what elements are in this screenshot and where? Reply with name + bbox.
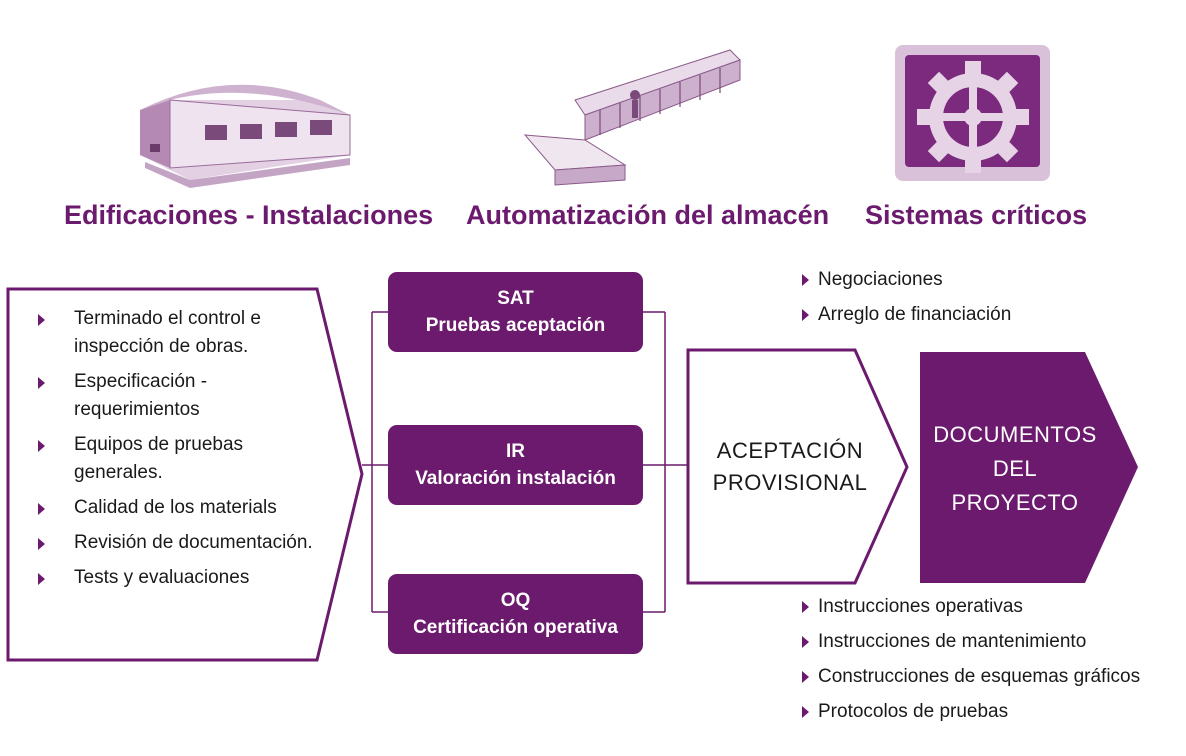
- list-item: Especificación - requerimientos: [30, 368, 330, 424]
- ir-code: IR: [506, 441, 525, 462]
- bullet-arrow-icon: [38, 377, 45, 389]
- left-bracket: [362, 311, 388, 613]
- requirements-arrow-shape: [6, 287, 364, 662]
- oq-code: OQ: [500, 590, 531, 611]
- negotiation-list: Negociaciones Arreglo de financiación: [800, 268, 1011, 338]
- warehouse-building-icon: [140, 84, 351, 188]
- automated-warehouse-conveyor-icon: [523, 49, 741, 186]
- list-item: Construcciones de esquemas gráficos: [800, 665, 1140, 700]
- bullet-arrow-icon: [38, 538, 45, 550]
- heading-automation: Automatización del almacén: [466, 200, 830, 230]
- bullet-arrow-icon: [38, 503, 45, 515]
- list-item: Instrucciones de mantenimiento: [800, 630, 1140, 665]
- oq-box: OQ Certificación operativa: [388, 574, 643, 654]
- bullet-arrow-icon: [802, 274, 809, 286]
- bullet-arrow-icon: [802, 601, 809, 613]
- sat-box: SAT Pruebas aceptación: [388, 272, 643, 352]
- documents-label: DOCUMENTOS DEL PROYECTO: [933, 422, 1097, 515]
- sat-label: Pruebas aceptación: [425, 315, 606, 336]
- ir-label: Valoración instalación: [415, 468, 616, 489]
- bullet-arrow-icon: [802, 636, 809, 648]
- documents-arrow-shape: [920, 352, 1138, 583]
- heading-critical-systems: Sistemas críticos: [865, 200, 1088, 230]
- list-item: Instrucciones operativas: [800, 595, 1140, 630]
- list-item: Protocolos de pruebas: [800, 700, 1140, 735]
- bullet-arrow-icon: [38, 440, 45, 452]
- acceptance-arrow-shape: [686, 348, 909, 585]
- list-item: Arreglo de financiación: [800, 303, 1011, 338]
- bullet-arrow-icon: [802, 671, 809, 683]
- list-item: Terminado el control e inspección de obr…: [30, 305, 330, 361]
- bullet-arrow-icon: [802, 706, 809, 718]
- gear-icon: [895, 45, 1050, 181]
- right-bracket: [643, 311, 688, 613]
- list-item: Negociaciones: [800, 268, 1011, 303]
- requirements-list: Terminado el control e inspección de obr…: [30, 305, 330, 599]
- bullet-arrow-icon: [38, 314, 45, 326]
- documents-list: Instrucciones operativas Instrucciones d…: [800, 595, 1140, 735]
- list-item: Tests y evaluaciones: [30, 564, 330, 592]
- list-item: Revisión de documentación.: [30, 529, 330, 557]
- bullet-arrow-icon: [38, 573, 45, 585]
- bullet-arrow-icon: [802, 309, 809, 321]
- list-item: Calidad de los materials: [30, 494, 330, 522]
- ir-box: IR Valoración instalación: [388, 425, 643, 505]
- oq-label: Certificación operativa: [413, 617, 618, 638]
- sat-code: SAT: [497, 288, 534, 309]
- list-item: Equipos de pruebas generales.: [30, 431, 330, 487]
- acceptance-label: ACEPTACIÓN PROVISIONAL: [712, 438, 868, 495]
- heading-buildings: Edificaciones - Instalaciones: [64, 200, 434, 230]
